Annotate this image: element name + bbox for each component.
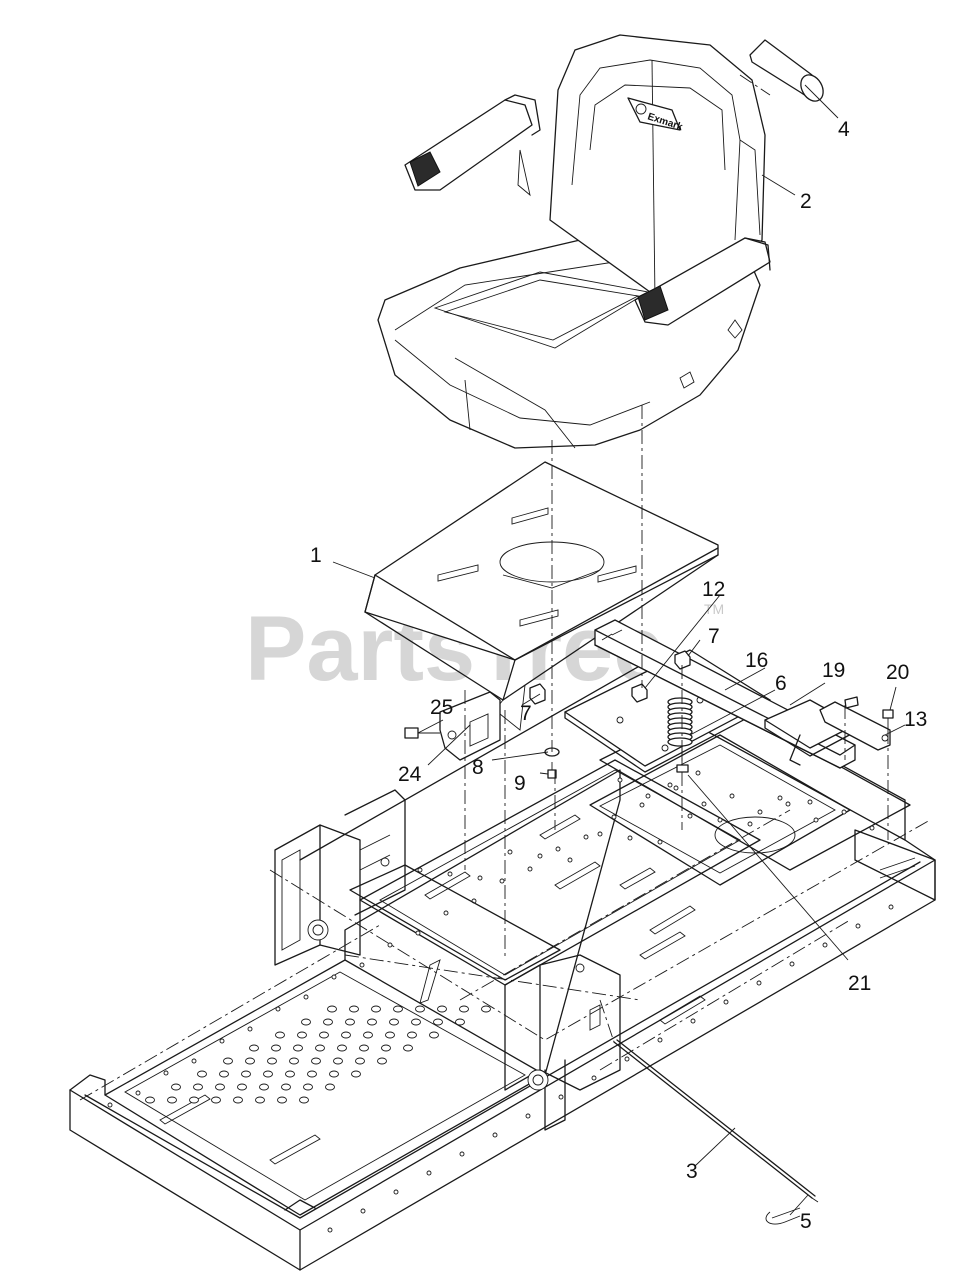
watermark-tm: TM [704, 601, 724, 617]
right-pivot-bracket [419, 954, 621, 1131]
bracket-13 [819, 701, 891, 751]
callout-12: 12 [702, 578, 725, 601]
callout-7b: 7 [708, 625, 720, 648]
callout-20: 20 [886, 661, 909, 684]
callout-24: 24 [398, 763, 422, 786]
frame-holes [107, 770, 894, 1233]
chassis-frame [69, 659, 936, 1271]
callout-19: 19 [822, 659, 845, 682]
alignment-lines [464, 74, 889, 1043]
callout-7a: 7 [520, 702, 532, 725]
callout-5: 5 [800, 1210, 812, 1233]
callout-3: 3 [686, 1160, 698, 1183]
hardware [404, 650, 894, 1225]
seat-pan [364, 461, 719, 731]
left-pivot-bracket [274, 789, 561, 981]
callout-1: 1 [310, 544, 322, 567]
frame-slots [159, 814, 706, 1165]
callout-8: 8 [472, 756, 484, 779]
callout-16: 16 [745, 649, 768, 672]
leader-lines [332, 84, 906, 1216]
seat-switch [749, 39, 824, 102]
callout-25: 25 [430, 696, 453, 719]
callout-6: 6 [775, 672, 787, 695]
deck-perforations [145, 1005, 491, 1104]
callouts: 1 2 3 4 5 6 7 7 8 9 12 13 16 19 20 21 24… [310, 118, 927, 1233]
callout-4: 4 [838, 118, 850, 141]
callout-9: 9 [514, 772, 526, 795]
callout-21: 21 [848, 972, 871, 995]
callout-13: 13 [904, 708, 927, 731]
spring [667, 697, 693, 747]
callout-2: 2 [800, 190, 812, 213]
seat: Exmark [377, 34, 824, 449]
